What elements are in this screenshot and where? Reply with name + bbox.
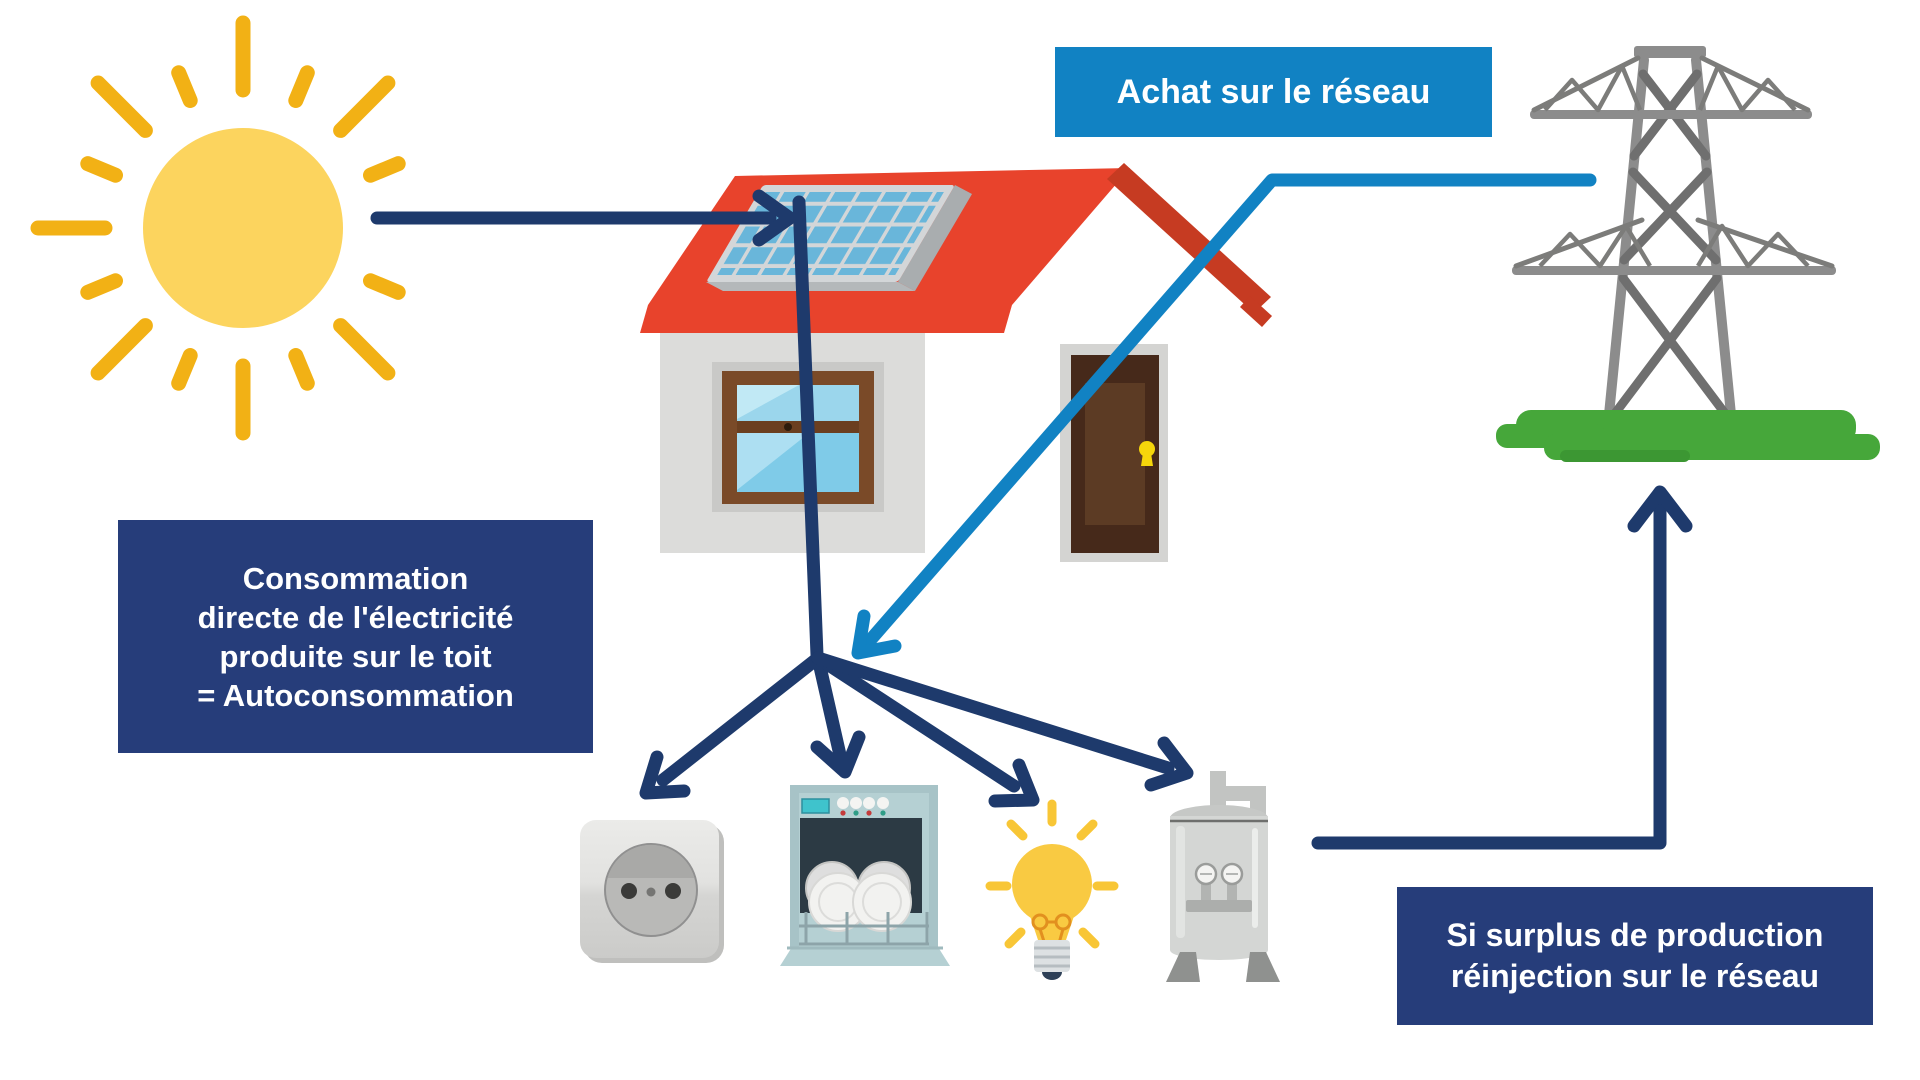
rack bbox=[799, 912, 929, 946]
arrows-hub-to-appliances bbox=[639, 651, 1194, 808]
sun-icon bbox=[30, 15, 406, 441]
window-icon bbox=[712, 362, 884, 512]
arrow-grid-to-hub bbox=[851, 173, 1597, 660]
grid-purchase-label: Achat sur le réseau bbox=[1116, 72, 1431, 111]
surplus-line2: réinjection sur le réseau bbox=[1450, 958, 1820, 994]
electricity-pylon-icon bbox=[1496, 46, 1880, 462]
arrow-surplus-to-grid bbox=[1311, 485, 1693, 850]
arrow-to-dishwasher bbox=[811, 651, 847, 762]
light-bulb-icon bbox=[985, 799, 1119, 980]
sun-rays bbox=[30, 15, 406, 441]
surplus-line1: Si surplus de production bbox=[1446, 917, 1824, 953]
arrow-to-bulb bbox=[811, 651, 1021, 793]
grass bbox=[1496, 410, 1880, 462]
water-heater-icon bbox=[1166, 771, 1280, 982]
house-icon bbox=[640, 163, 1272, 562]
line-panel-to-hub bbox=[792, 195, 824, 662]
gauges bbox=[1186, 862, 1252, 912]
autoconsommation-line2: directe de l'électricité bbox=[197, 599, 514, 635]
autoconsommation-line1: Consommation bbox=[242, 560, 469, 596]
arrow-sun-to-panel bbox=[370, 189, 797, 247]
power-outlet-icon bbox=[580, 820, 724, 963]
plates bbox=[805, 861, 912, 932]
autoconsommation-line3: produite sur le toit bbox=[219, 638, 492, 674]
callout-grid-purchase: Achat sur le réseau bbox=[1055, 47, 1492, 137]
callout-autoconsommation: Consommation directe de l'électricité pr… bbox=[118, 520, 593, 753]
dishwasher-icon bbox=[780, 785, 950, 966]
arrow-to-outlet bbox=[656, 651, 825, 787]
autoconsommation-line4: = Autoconsommation bbox=[197, 677, 514, 713]
callout-surplus: Si surplus de production réinjection sur… bbox=[1397, 887, 1873, 1025]
arrow-to-water-heater bbox=[811, 651, 1175, 775]
door-icon bbox=[1060, 344, 1168, 562]
